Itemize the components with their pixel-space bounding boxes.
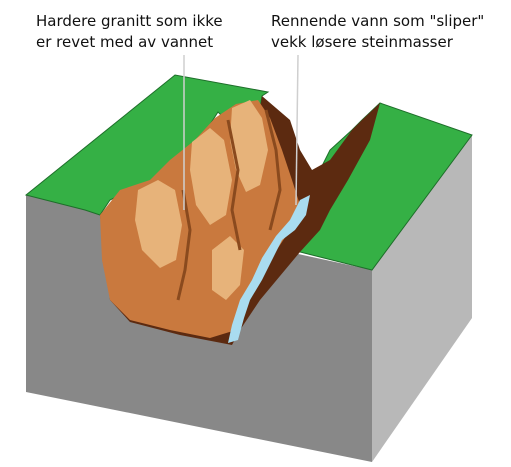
annotation-harder-granite: Hardere granitt som ikke er revet med av… — [36, 11, 223, 53]
annotation-left-line1: Hardere granitt som ikke — [36, 12, 223, 30]
rock-spur-1 — [135, 180, 182, 268]
river-water — [228, 195, 310, 343]
annotation-right-line2: vekk løsere steinmasser — [271, 33, 453, 51]
annotation-running-water: Rennende vann som "sliper" vekk løsere s… — [271, 11, 484, 53]
rock-spur-4 — [212, 236, 244, 300]
rock-spur-2 — [190, 128, 232, 225]
annotation-left-line2: er revet med av vannet — [36, 33, 214, 51]
rock-crevice-2 — [226, 119, 242, 251]
rock-crevice-1 — [176, 189, 192, 301]
rock-spur-3 — [230, 100, 268, 192]
rock-crevice-3 — [264, 109, 282, 231]
leader-line-right — [295, 54, 299, 206]
annotation-right-line1: Rennende vann som "sliper" — [271, 12, 485, 30]
block-side-face — [372, 135, 472, 462]
